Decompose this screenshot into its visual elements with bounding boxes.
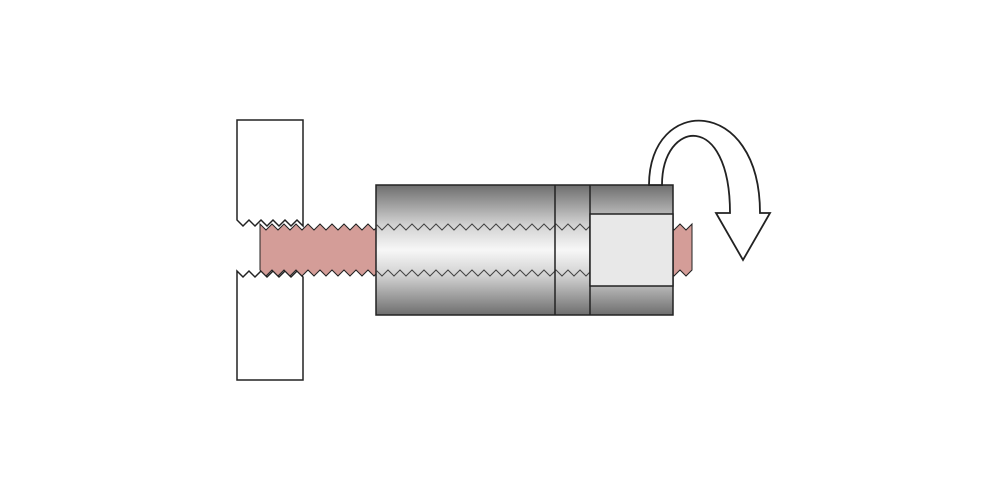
workpiece-upper: [236, 119, 304, 228]
workpiece-lower: [236, 269, 304, 381]
sleeve-insert: [589, 213, 674, 287]
curved-arrow-down-icon: [648, 119, 772, 262]
